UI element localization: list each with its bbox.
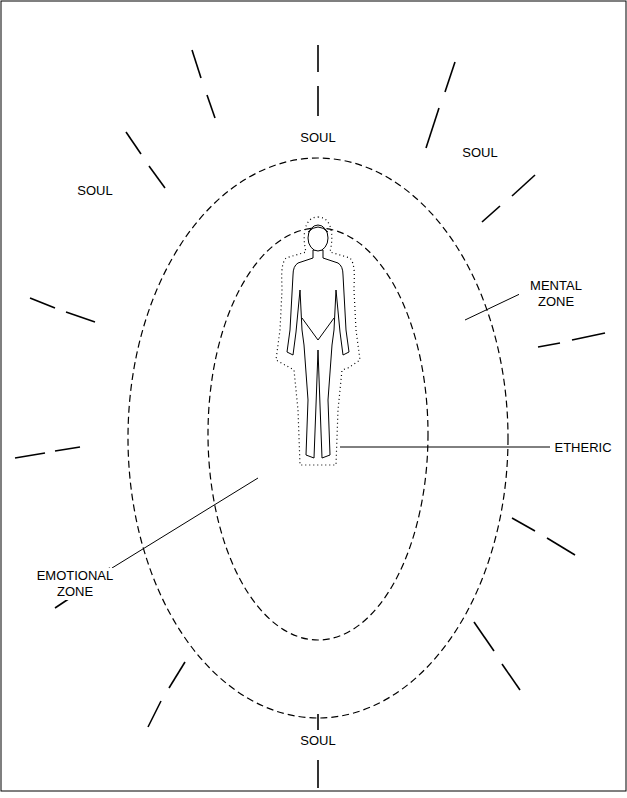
soul-label: SOUL [298, 130, 337, 146]
mental-zone-outline [128, 158, 508, 718]
zone-label: MENTAL ZONE [519, 278, 593, 310]
soul-label: SOUL [298, 733, 337, 749]
zone-label: ETHERIC [552, 440, 613, 456]
soul-label: SOUL [460, 145, 499, 161]
human-figure [287, 225, 349, 458]
soul-rays [15, 45, 605, 788]
etheric-outline [276, 217, 360, 465]
emotional-zone-outline [208, 228, 428, 640]
soul-label: SOUL [75, 183, 114, 199]
zone-label: EMOTIONAL ZONE [23, 568, 127, 600]
leader-lines [112, 292, 550, 568]
